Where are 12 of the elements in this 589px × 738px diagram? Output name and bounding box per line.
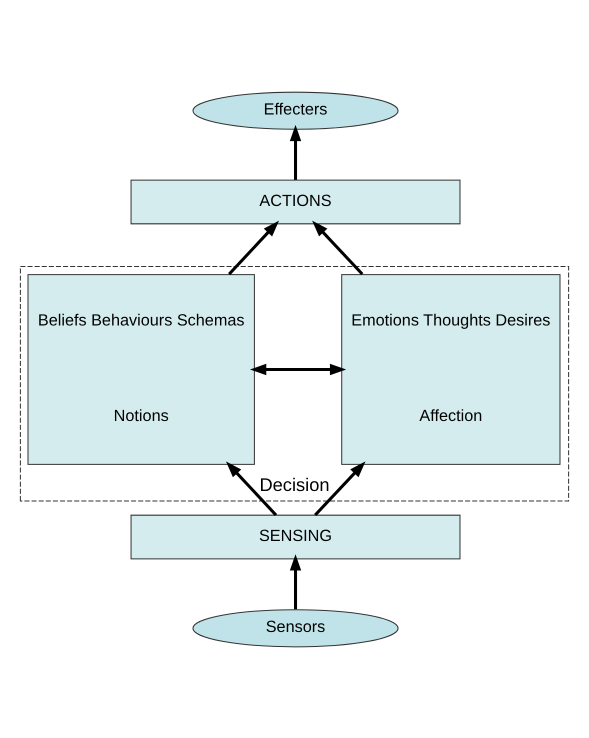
node-box: SENSING (130, 514, 460, 559)
arrow (312, 220, 364, 275)
arrow (290, 554, 302, 609)
node-ellipse: Effecters (192, 91, 399, 130)
arrow (290, 124, 302, 180)
node-box: Emotions Thoughts Desires Affection (341, 274, 560, 464)
arrow (314, 460, 366, 516)
node-box: Beliefs Behaviours Schemas Notions (27, 274, 255, 464)
node-ellipse: Sensors (192, 608, 399, 647)
node-box: ACTIONS (130, 179, 460, 224)
arrow (250, 363, 346, 375)
arrow (228, 220, 280, 275)
